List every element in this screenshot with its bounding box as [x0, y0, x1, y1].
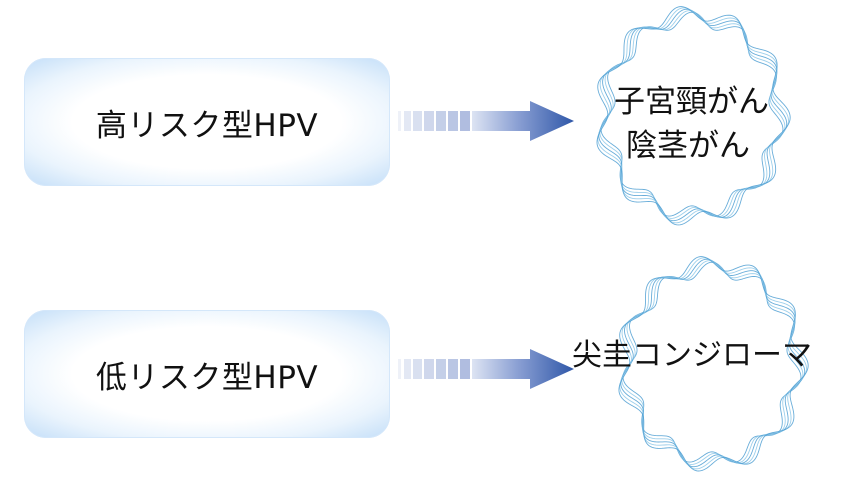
condyloma-label: 尖圭コンジローマ [572, 338, 812, 373]
high-risk-hpv-box: 高リスク型HPV [24, 58, 390, 186]
arrow-low-risk [398, 349, 574, 389]
arrow-tail-segment [404, 111, 411, 131]
outcome-cloud-low-risk [618, 256, 809, 472]
arrow-tail-segment [404, 359, 411, 379]
arrow-tail-segment [398, 359, 401, 379]
arrow-tail-segment [460, 359, 470, 379]
arrow-tail-segment [424, 111, 434, 131]
arrow-high-risk [398, 101, 574, 141]
arrow-head [472, 101, 574, 141]
arrow-head [472, 349, 574, 389]
arrow-tail-segment [424, 359, 434, 379]
low-risk-hpv-label: 低リスク型HPV [95, 359, 319, 396]
low-risk-hpv-box: 低リスク型HPV [24, 310, 390, 438]
ribbon-strand [618, 256, 809, 472]
arrow-tail-segment [436, 359, 446, 379]
ribbon-strand [600, 11, 784, 217]
ribbon-strand [622, 261, 802, 463]
arrow-tail-segment [448, 111, 458, 131]
high-risk-hpv-label: 高リスク型HPV [95, 107, 319, 144]
arrow-tail-segment [460, 111, 470, 131]
arrow-tail-segment [413, 359, 422, 379]
ribbon-strand [596, 6, 791, 226]
arrow-tail-segment [436, 111, 446, 131]
outcome-cloud-high-risk [596, 6, 791, 226]
cervical-cancer-label: 子宮頸がん [614, 84, 769, 120]
arrow-tail-segment [398, 111, 401, 131]
arrow-tail-segment [413, 111, 422, 131]
penile-cancer-label: 陰茎がん [626, 128, 750, 164]
arrow-tail-segment [448, 359, 458, 379]
